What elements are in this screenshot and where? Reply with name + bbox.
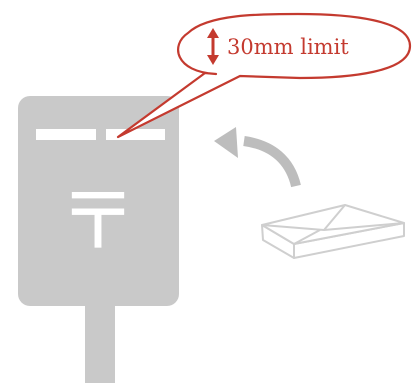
curved-arrow-icon (214, 127, 296, 186)
mail-slot-left (36, 129, 96, 140)
mail-slot-right (106, 129, 165, 140)
japan-postal-mark-icon: 〒 (59, 177, 137, 267)
postbox-stand (85, 298, 115, 383)
envelope-icon (262, 205, 404, 258)
callout-label: 30mm limit (227, 35, 349, 59)
